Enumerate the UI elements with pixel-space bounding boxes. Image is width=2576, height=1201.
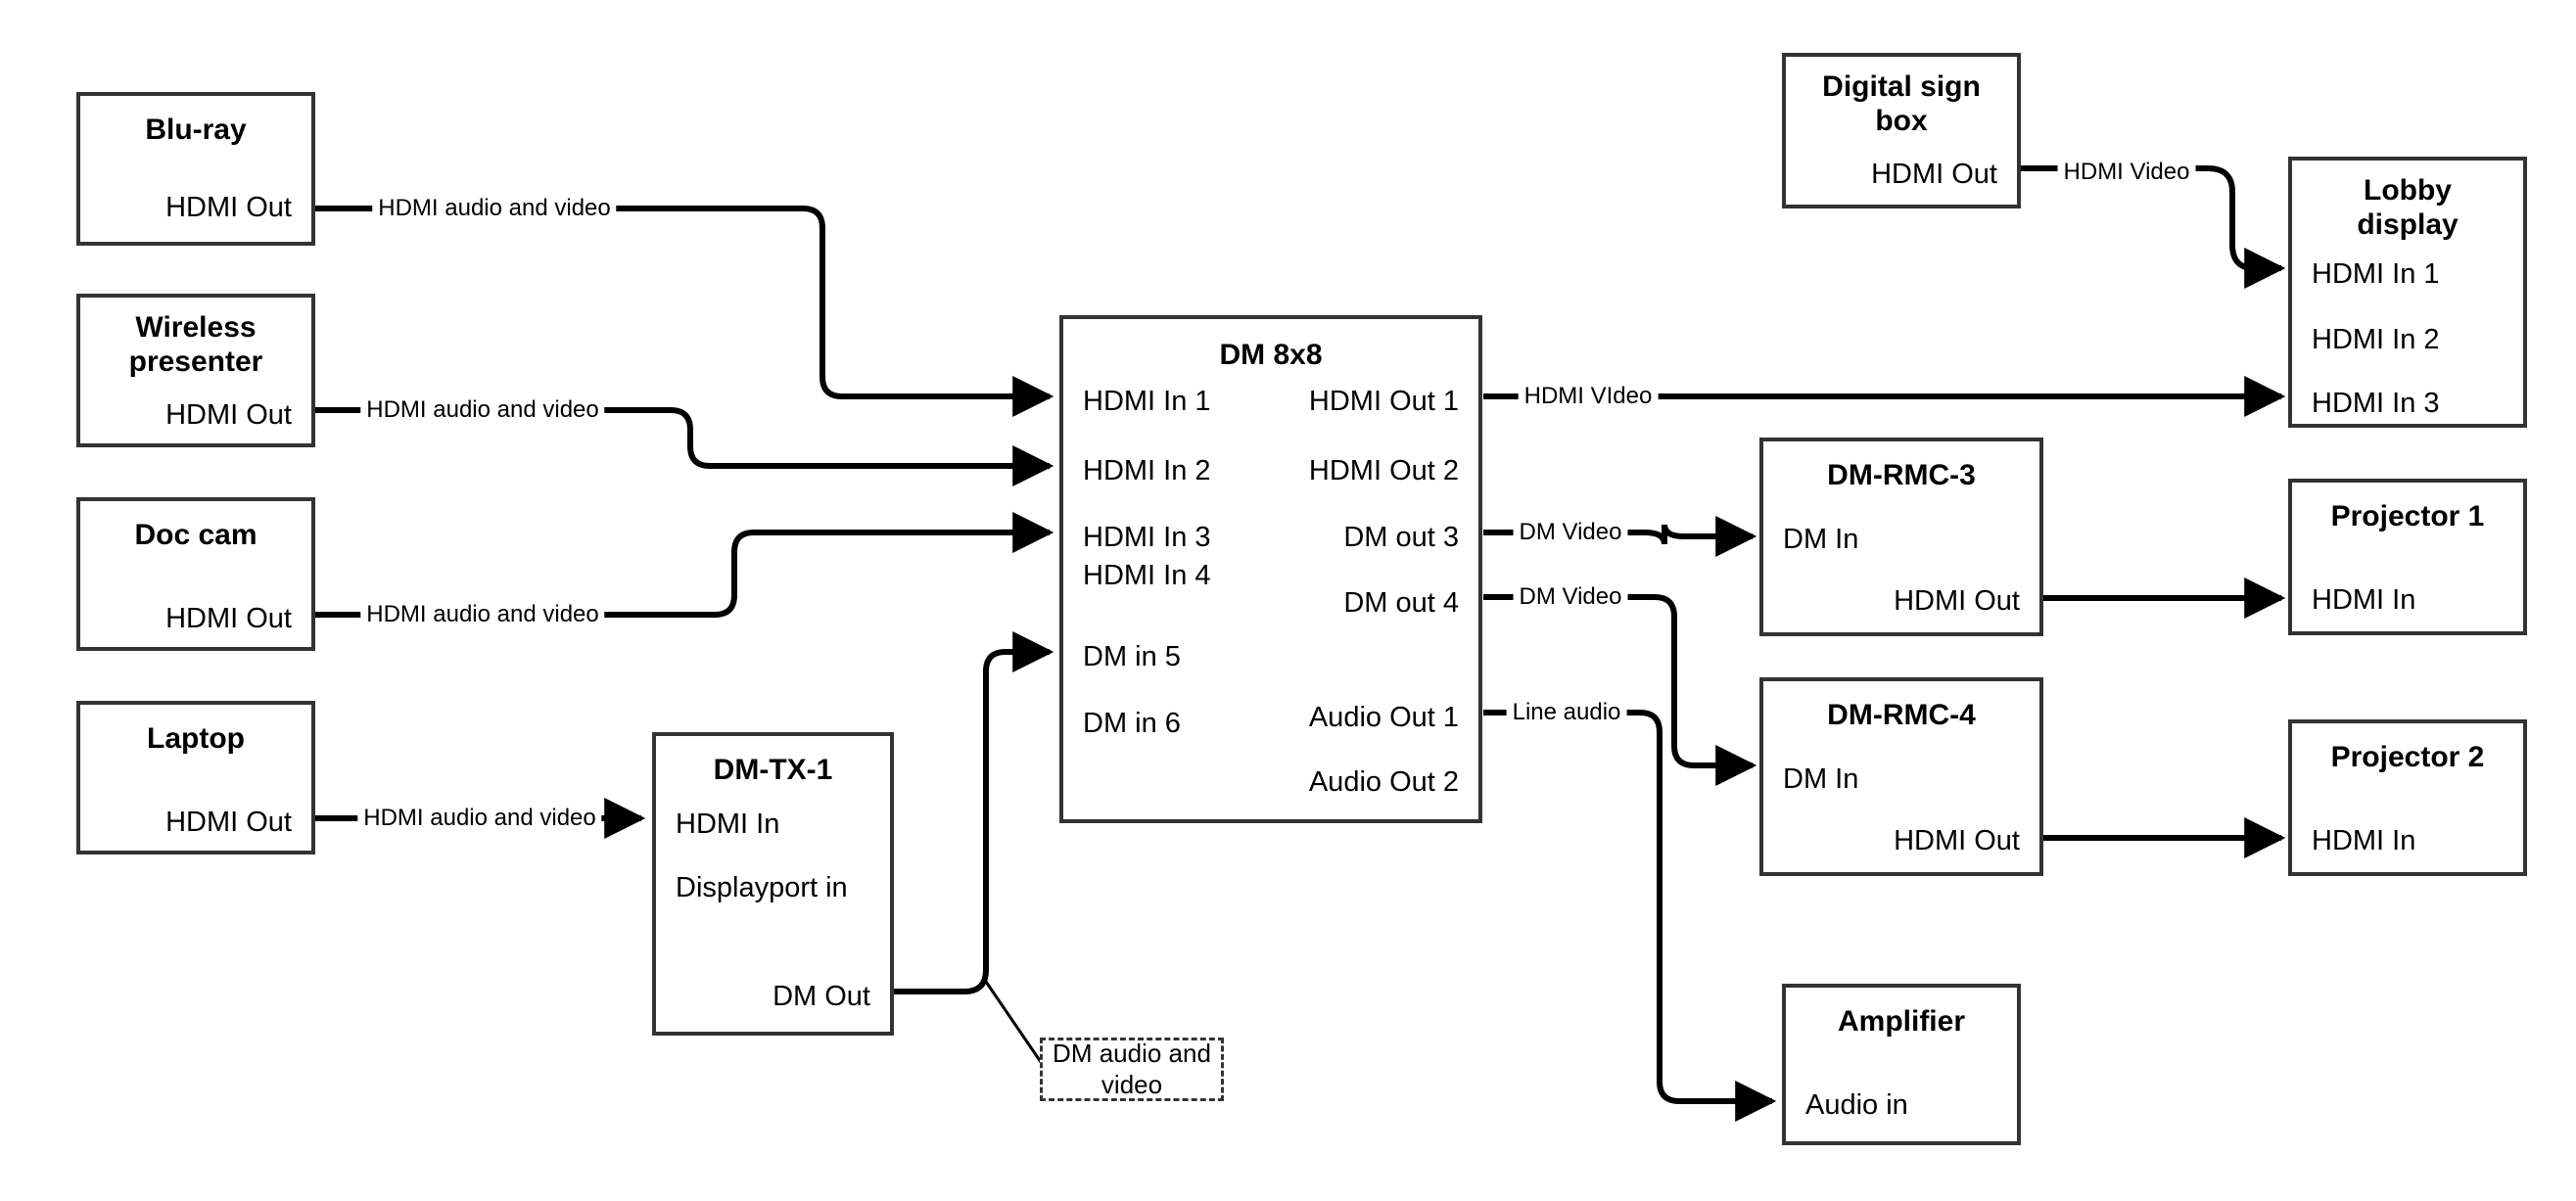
node-dm-rmc-4[interactable]: DM-RMC-4 DM In HDMI Out [1759,677,2043,876]
port-hdmi-in-3: HDMI In 3 [2312,388,2440,419]
port-audio-in: Audio in [1805,1089,1908,1121]
node-doc-cam[interactable]: Doc cam HDMI Out [76,497,315,651]
port-hdmi-out: HDMI Out [165,192,292,223]
port-hdmi-in: HDMI In [676,808,780,840]
node-title: DM 8x8 [1219,339,1323,371]
wire-callout-leader [982,978,1043,1063]
edge-label-dm-out3-to-rmc3: DM Video [1513,521,1628,544]
port-hdmi-out-2: HDMI Out 2 [1308,455,1459,486]
port-hdmi-out: HDMI Out [165,807,292,838]
port-dm-in-6: DM in 6 [1083,708,1181,739]
port-dm-out-4: DM out 4 [1343,587,1459,619]
edge-label-laptop-to-tx: HDMI audio and video [357,807,602,830]
node-dm-rmc-3[interactable]: DM-RMC-3 DM In HDMI Out [1759,438,2043,636]
node-title: Laptop [147,722,245,755]
node-title: Projector 2 [2330,741,2485,773]
port-hdmi-in-2: HDMI In 2 [2312,324,2440,355]
node-wireless-presenter[interactable]: Wireless presenter HDMI Out [76,294,315,447]
edge-label-audio-out1-to-amplifier: Line audio [1506,701,1627,724]
wire-tx-dmout-to-dm-in5 [894,631,1054,994]
port-hdmi-in-4: HDMI In 4 [1083,560,1211,591]
wire-bluray-to-dm-in1 [315,206,1054,417]
wire-dm-out4-to-rmc4 [1483,594,1757,786]
node-bluray[interactable]: Blu-ray HDMI Out [76,92,315,246]
node-projector-1[interactable]: Projector 1 HDMI In [2288,479,2527,635]
node-amplifier[interactable]: Amplifier Audio in [1782,984,2021,1145]
edge-label-wireless-to-dm: HDMI audio and video [360,398,605,422]
edge-label-dm-out1-to-lobby: HDMI VIdeo [1518,385,1659,408]
node-title: DM-RMC-3 [1827,459,1976,491]
port-hdmi-in-1: HDMI In 1 [1083,386,1211,417]
node-dm-tx-1[interactable]: DM-TX-1 HDMI In Displayport in DM Out [652,732,894,1036]
node-title: Wireless presenter [128,311,263,378]
node-digital-sign-box[interactable]: Digital sign box HDMI Out [1782,53,2021,208]
port-dm-in: DM In [1783,763,1859,795]
node-title: DM-TX-1 [713,754,833,786]
port-hdmi-in: HDMI In [2312,825,2416,856]
port-dm-in: DM In [1783,524,1859,555]
port-dm-out: DM Out [773,981,870,1012]
port-hdmi-out: HDMI Out [1871,159,1997,190]
port-hdmi-out: HDMI Out [1894,825,2020,856]
port-hdmi-out: HDMI Out [1894,585,2020,617]
node-dm-8x8[interactable]: DM 8x8 HDMI In 1 HDMI In 2 HDMI In 3 HDM… [1059,315,1482,823]
edge-label-dm-out4-to-rmc4: DM Video [1513,585,1628,609]
node-projector-2[interactable]: Projector 2 HDMI In [2288,719,2527,876]
edge-label-doccam-to-dm: HDMI audio and video [360,603,605,626]
callout-text: DM audio and video [1053,1039,1211,1099]
port-audio-out-2: Audio Out 2 [1308,766,1459,798]
port-hdmi-in-1: HDMI In 1 [2312,258,2440,290]
port-displayport-in: Displayport in [676,872,848,903]
port-dm-in-5: DM in 5 [1083,641,1181,672]
edge-label-sign-to-lobby: HDMI Video [2057,161,2196,184]
port-hdmi-in: HDMI In [2312,584,2416,616]
node-title: DM-RMC-4 [1827,699,1976,731]
node-title: Lobby display [2357,174,2459,241]
node-laptop[interactable]: Laptop HDMI Out [76,701,315,855]
port-hdmi-out: HDMI Out [165,399,292,431]
port-hdmi-out-1: HDMI Out 1 [1308,386,1459,417]
node-title: Digital sign box [1822,70,1981,137]
node-title: Blu-ray [145,114,247,146]
callout-dm-audio-video: DM audio and video [1040,1038,1224,1101]
node-title: Amplifier [1837,1005,1966,1038]
port-hdmi-in-3: HDMI In 3 [1083,522,1211,553]
wire-audio-out1-to-amplifier [1483,710,1777,1122]
node-title: Doc cam [134,519,258,551]
port-dm-out-3: DM out 3 [1343,522,1459,553]
port-hdmi-in-2: HDMI In 2 [1083,455,1211,486]
port-audio-out-1: Audio Out 1 [1308,702,1459,733]
node-title: Projector 1 [2330,500,2485,532]
port-hdmi-out: HDMI Out [165,603,292,634]
node-lobby-display[interactable]: Lobby display HDMI In 1 HDMI In 2 HDMI I… [2288,157,2527,428]
edge-label-bluray-to-dm: HDMI audio and video [372,197,617,220]
